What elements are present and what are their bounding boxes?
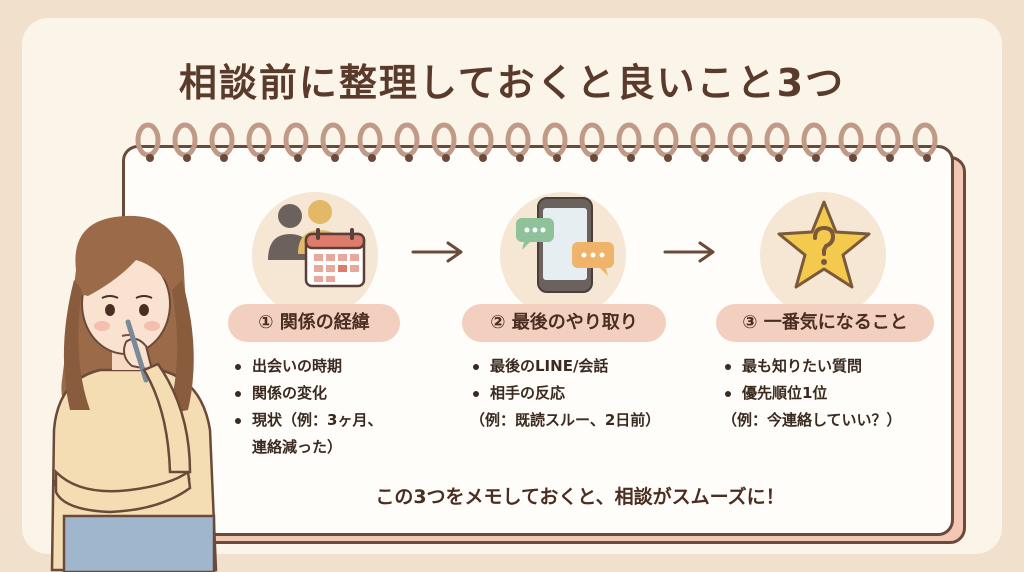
binding-ring [690,122,716,158]
page-title: 相談前に整理しておくと良いこと3つ [178,61,846,105]
binding-ring [172,122,198,158]
star-question-icon [777,200,871,289]
list-item: （例：今連絡していい？） [722,411,902,429]
binding-ring [912,122,938,158]
list-item: 優先順位1位 [722,380,902,407]
people-calendar-icon [268,200,366,288]
binding-hole [849,154,857,162]
binding-ring [357,122,383,158]
step1-bullets: 出会いの時期 関係の変化 現状（例：3ヶ月、 連絡減った） [232,353,382,461]
binding-hole [627,154,635,162]
binding-ring [801,122,827,158]
list-item: 相手の反応 [470,380,660,407]
binding-hole [220,154,228,162]
binding-ring [579,122,605,158]
binding-ring [838,122,864,158]
binding-hole [257,154,265,162]
binding-ring [468,122,494,158]
binding-hole [183,154,191,162]
arrow-right-icon [663,241,715,263]
binding-hole [701,154,709,162]
step2-label: ② 最後のやり取り [462,304,666,342]
binding-hole [590,154,598,162]
thinking-woman-illustration [50,215,218,572]
step3-label: ③ 一番気になること [716,304,934,342]
list-item: 現状（例：3ヶ月、 [232,407,382,434]
binding-ring [653,122,679,158]
list-item: 最も知りたい質問 [722,353,902,380]
binding-ring [727,122,753,158]
binding-ring [394,122,420,158]
binding-hole [886,154,894,162]
binding-hole [331,154,339,162]
binding-hole [664,154,672,162]
binding-ring [616,122,642,158]
binding-hole [516,154,524,162]
binding-hole [923,154,931,162]
binding-hole [738,154,746,162]
binding-ring [505,122,531,158]
binding-hole [294,154,302,162]
list-item: 最後のLINE/会話 [470,353,660,380]
list-item: 連絡減った） [252,438,343,456]
footer-message: この3つをメモしておくと、相談がスムーズに！ [375,486,785,508]
binding-hole [368,154,376,162]
binding-hole [775,154,783,162]
binding-hole [405,154,413,162]
list-item: （例：既読スルー、2日前） [470,411,661,429]
binding-ring [246,122,272,158]
binding-hole [553,154,561,162]
binding-hole [146,154,154,162]
list-item: 関係の変化 [232,380,382,407]
binding-ring [135,122,161,158]
binding-ring [431,122,457,158]
binding-hole [479,154,487,162]
step1-label: ① 関係の経緯 [228,304,400,342]
list-item: 出会いの時期 [232,353,382,380]
smartphone-chat-icon [516,197,614,293]
binding-hole [442,154,450,162]
step2-bullets: 最後のLINE/会話 相手の反応 （例：既読スルー、2日前） [470,353,660,434]
binding-ring [283,122,309,158]
binding-ring [764,122,790,158]
binding-hole [812,154,820,162]
arrow-right-icon [411,241,463,263]
binding-ring [320,122,346,158]
binding-ring [542,122,568,158]
spiral-binding [135,122,938,162]
step3-bullets: 最も知りたい質問 優先順位1位 （例：今連絡していい？） [722,353,902,434]
binding-ring [875,122,901,158]
binding-ring [209,122,235,158]
